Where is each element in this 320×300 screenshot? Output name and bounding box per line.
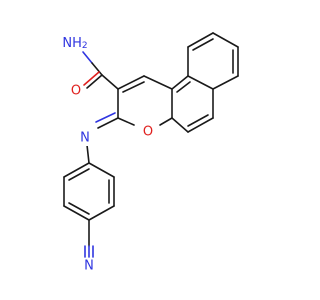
bond-c6-c5 <box>187 117 214 133</box>
bond-ph-3-inner <box>68 202 90 215</box>
amide-o-mask <box>69 83 83 99</box>
bond-o-c3 <box>117 117 135 126</box>
bond-amide-ring <box>101 74 119 90</box>
atom-labels: NH2 O N O N <box>61 35 155 274</box>
bond-c2-c1 <box>117 75 145 90</box>
bond-c6b-c10a <box>187 75 214 90</box>
bond-c-o-1 <box>86 74 103 89</box>
bond-c10b-c10a <box>171 75 189 90</box>
bond-ph-1 <box>63 162 90 178</box>
bond-layer <box>63 32 239 258</box>
bond-c-nh2-c <box>91 62 103 76</box>
bond-c6a-o <box>159 117 173 126</box>
bond-c-nh2 <box>82 51 93 64</box>
ring-o-label: O <box>143 125 153 140</box>
imine-n-mask <box>78 130 92 146</box>
molecule-structure-diagram: NH2 O N O N <box>61 32 239 274</box>
amide-nh2-mask <box>61 35 89 51</box>
bond-c-o-2 <box>83 71 100 86</box>
bond-c10a-c10b-inner <box>176 81 191 93</box>
bond-c2-c1-inner <box>122 81 145 93</box>
bond-ph-6 <box>88 162 115 178</box>
amide-o-label: O <box>71 84 81 99</box>
bond-c10-c9 <box>187 32 214 48</box>
bond-ph-4 <box>88 205 115 221</box>
bond-c1-c10b <box>143 75 173 90</box>
bond-c7-c6b <box>212 75 239 90</box>
bond-ph-3 <box>63 205 90 221</box>
amide-nh2-label: NH2 <box>62 36 87 52</box>
ring-o-mask <box>141 124 155 140</box>
bond-c3-n-1 <box>97 117 119 129</box>
bond-c5-c6a <box>171 117 189 133</box>
bond-c3-n-2 <box>95 112 116 123</box>
nitrile-n-label: N <box>84 259 94 274</box>
nitrile-n-mask <box>82 258 96 274</box>
bond-c10-c9-inner <box>192 38 214 51</box>
bond-c6-c5-inner <box>187 114 209 127</box>
imine-n-label: N <box>80 131 90 146</box>
bond-ph-1-inner <box>68 168 90 181</box>
bond-c9-c8 <box>212 32 239 48</box>
